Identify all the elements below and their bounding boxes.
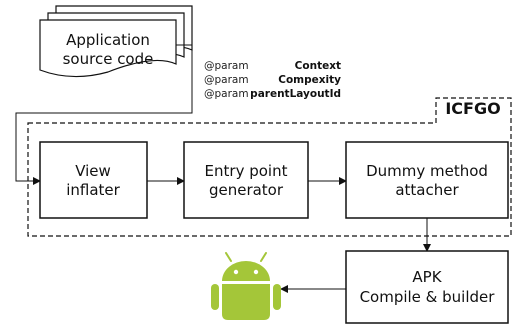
source-doc-line1: Application (66, 31, 150, 49)
param-list: @param Context @param Compexity @param p… (204, 60, 341, 100)
entry-point-line1: Entry point (205, 162, 288, 180)
entry-point-line2: generator (209, 181, 284, 199)
dummy-method-line1: Dummy method (366, 162, 488, 180)
view-inflater-node: View inflater (39, 141, 148, 219)
param-key: @param (204, 60, 249, 72)
dummy-method-attacher-node: Dummy method attacher (345, 141, 509, 219)
param-key: @param (204, 88, 249, 100)
view-inflater-line2: inflater (66, 181, 120, 199)
entry-point-generator-node: Entry point generator (183, 141, 309, 219)
view-inflater-line1: View (75, 162, 111, 180)
dummy-method-line2: attacher (395, 181, 459, 199)
param-value: Context (295, 60, 341, 72)
apk-builder-line1: APK (412, 268, 442, 286)
param-value: parentLayoutId (250, 88, 341, 100)
icfgo-group-label: ICFGO (445, 99, 500, 118)
source-to-view-inflater-connector (15, 44, 193, 185)
icfgo-group: ICFGO (27, 97, 512, 237)
apk-builder-line2: Compile & builder (360, 288, 496, 306)
source-code-document: Application source code (39, 5, 193, 78)
apk-builder-node: APK Compile & builder (345, 250, 509, 324)
android-robot-icon (211, 252, 281, 320)
source-doc-line2: source code (63, 50, 154, 68)
param-value: Compexity (278, 74, 341, 86)
param-key: @param (204, 74, 249, 86)
